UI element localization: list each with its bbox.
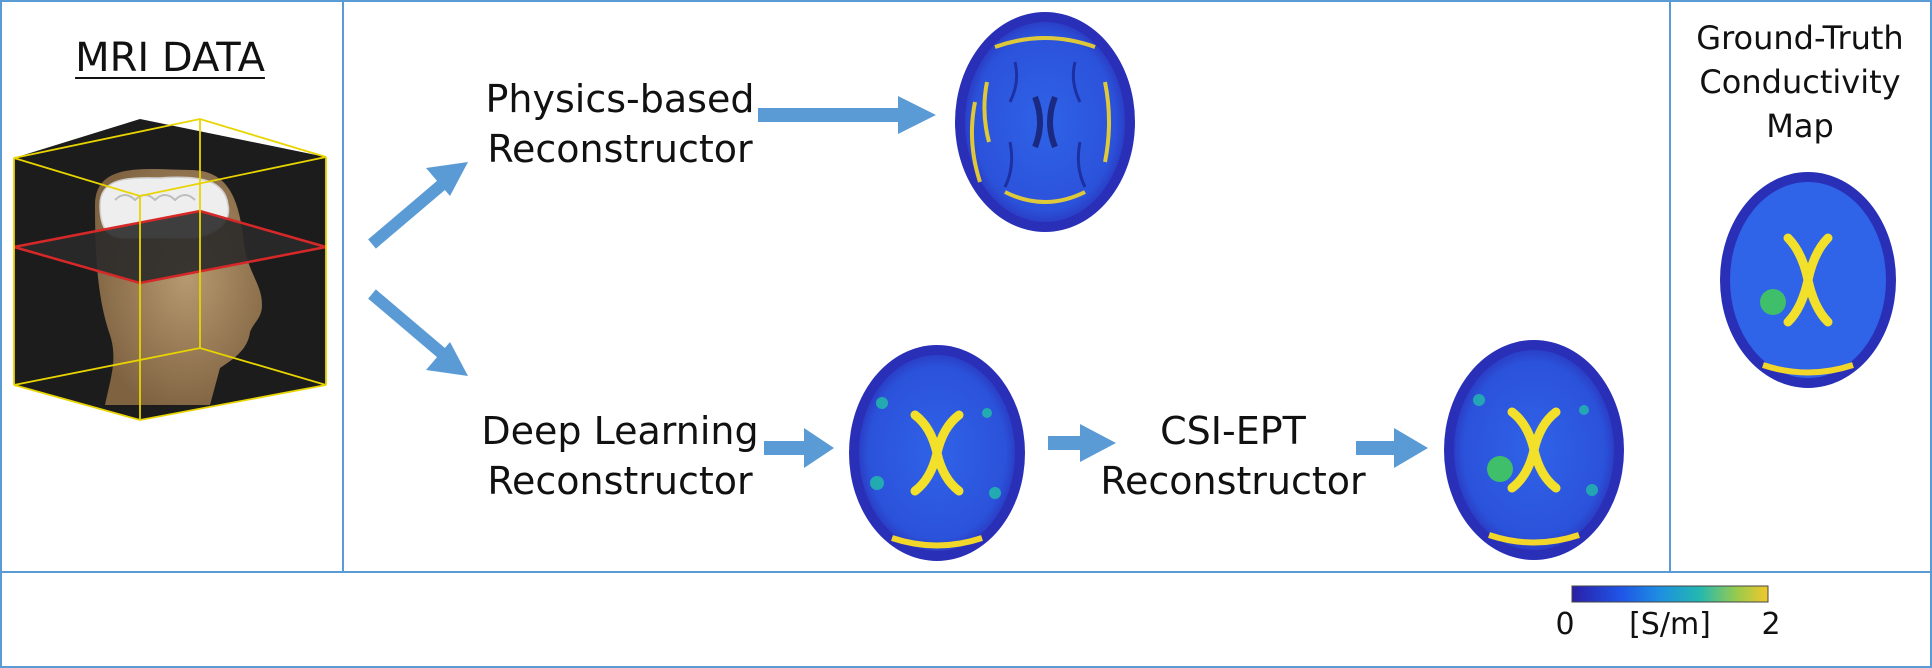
brain-folds	[114, 194, 196, 202]
arrow-deep-map-to-csi	[1048, 424, 1116, 462]
mri-data-title: MRI DATA	[75, 35, 265, 81]
branch-arrowheads	[426, 162, 468, 376]
csi-ept-reconstructor-label: CSI-EPT Reconstructor	[1100, 412, 1366, 500]
arrow-to-deep-learning	[368, 289, 449, 361]
map-hot-rim	[891, 535, 983, 549]
gt-title-line1: Ground-Truth	[1696, 19, 1904, 57]
arrow-csi-to-map	[1356, 428, 1428, 468]
cube-edges	[13, 118, 327, 421]
branch-arrows	[368, 177, 449, 361]
flow-arrows	[758, 96, 1428, 468]
map-csf	[1473, 394, 1598, 496]
physics-reconstructor-label: Physics-based Reconstructor	[470, 80, 770, 168]
physics-label-line2: Reconstructor	[487, 127, 753, 171]
ground-truth-conductivity-map	[1720, 172, 1896, 388]
map-gyri	[1003, 61, 1087, 188]
deep-label-line1: Deep Learning	[481, 409, 759, 453]
arrowhead-physics	[426, 162, 468, 196]
map-ventricles	[1032, 95, 1058, 149]
map-ventricles	[1507, 407, 1561, 493]
physics-conductivity-map	[955, 12, 1135, 232]
map-lesion	[1487, 456, 1513, 482]
map-ventricles	[910, 410, 964, 496]
gt-title-line3: Map	[1766, 107, 1834, 145]
csi-label-line2: Reconstructor	[1100, 459, 1366, 503]
map-ventricles	[1783, 233, 1833, 327]
map-lesion	[1760, 289, 1786, 315]
arrow-physics-to-map	[758, 96, 936, 134]
colorbar-min-label: 0	[1555, 607, 1575, 642]
arrow-deep-to-map	[764, 428, 834, 468]
csi-label-line1: CSI-EPT	[1160, 409, 1306, 453]
colorbar-gradient	[1571, 585, 1769, 603]
map-hot-regions	[969, 36, 1111, 204]
map-hot-rim	[1488, 532, 1580, 546]
colorbar-max-label: 2	[1761, 607, 1781, 642]
deep-learning-reconstructor-label: Deep Learning Reconstructor	[470, 412, 770, 500]
map-csf	[870, 397, 1001, 499]
map-hot-rim	[1762, 362, 1854, 376]
map-tissue	[965, 22, 1125, 222]
colorbar	[1571, 585, 1769, 603]
mri-cube-image	[13, 118, 327, 421]
deep-label-line2: Reconstructor	[487, 459, 753, 503]
arrowhead-deep	[426, 342, 468, 376]
ground-truth-title: Ground-Truth Conductivity Map	[1680, 22, 1920, 142]
colorbar-unit-label: [S/m]	[1629, 607, 1711, 642]
csi-ept-conductivity-map	[1444, 340, 1624, 560]
deep-learning-conductivity-map	[849, 345, 1025, 561]
arrow-to-physics	[368, 177, 449, 249]
physics-label-line1: Physics-based	[485, 77, 755, 121]
gt-title-line2: Conductivity	[1699, 63, 1901, 101]
